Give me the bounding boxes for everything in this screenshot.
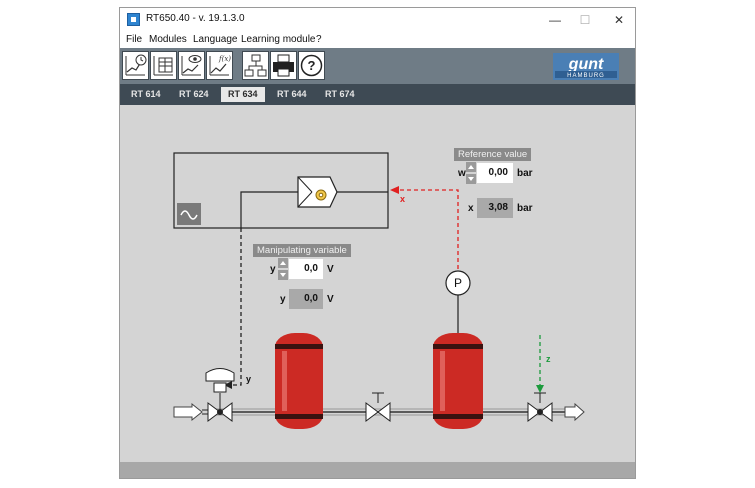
function-graph-button[interactable]: f(x) (206, 51, 233, 80)
logo-text: gunt (568, 56, 604, 73)
menu-file[interactable]: File (126, 34, 143, 45)
manipulated-signal-line (232, 228, 242, 386)
outflow-arrow (564, 402, 585, 422)
trend-eye-button[interactable] (178, 51, 205, 80)
menu-learning-module[interactable]: Learning module (241, 34, 316, 45)
x-unit: bar (517, 203, 533, 214)
print-button[interactable] (270, 51, 297, 80)
w-setpoint-input[interactable]: 0,00 (477, 163, 513, 183)
module-tabs: RT 614 RT 624 RT 634 RT 644 RT 674 (120, 84, 635, 105)
w-decrement-icon[interactable] (466, 174, 476, 184)
x-label: x (468, 203, 474, 214)
sine-wave-icon (180, 210, 198, 220)
title-bar[interactable]: RT650.40 - v. 19.1.3.0 — ☐ ✕ (120, 8, 635, 32)
function-graph-icon: f(x) (209, 55, 231, 76)
network-button[interactable] (242, 51, 269, 80)
tab-rt-634[interactable]: RT 634 (221, 87, 265, 102)
gunt-logo: gunt HAMBURG (553, 53, 619, 80)
w-label: w (458, 168, 466, 179)
trend-eye-icon (181, 55, 202, 76)
signal-x-label: x (400, 194, 405, 204)
trend-clock-button[interactable] (122, 51, 149, 80)
y-actual-value: 0,0 (289, 289, 323, 309)
feedback-signal-line (398, 189, 459, 269)
minimize-button[interactable]: — (549, 13, 561, 27)
help-icon: ? (300, 54, 323, 77)
window-title: RT650.40 - v. 19.1.3.0 (146, 13, 245, 24)
app-icon (127, 13, 140, 26)
manipulating-variable-header: Manipulating variable (253, 244, 351, 257)
data-table-button[interactable] (150, 51, 177, 80)
x-actual-value: 3,08 (477, 198, 513, 218)
data-table-icon (153, 56, 173, 76)
y-label: y (270, 264, 276, 275)
trend-clock-icon (125, 54, 147, 76)
pressure-sensor (445, 270, 471, 296)
menu-bar: File Modules Language Learning module ? (120, 32, 635, 48)
controller-box (173, 152, 389, 229)
y-manipulated-input[interactable]: 0,0 (289, 259, 323, 279)
tank-1 (275, 333, 323, 429)
disturbance-label: z (546, 354, 551, 364)
w-unit: bar (517, 168, 533, 179)
menu-language[interactable]: Language (193, 34, 238, 45)
tab-rt-614[interactable]: RT 614 (131, 89, 161, 99)
application-window: RT650.40 - v. 19.1.3.0 — ☐ ✕ File Module… (119, 7, 636, 479)
process-schematic: y x P (173, 152, 585, 429)
toolbar: f(x) ? gunt HAMBURG (120, 48, 635, 84)
maximize-button[interactable]: ☐ (579, 13, 591, 27)
menu-help[interactable]: ? (316, 34, 322, 45)
network-icon (244, 54, 267, 77)
w-increment-icon[interactable] (466, 162, 476, 172)
y-increment-icon[interactable] (278, 258, 288, 268)
manual-valve (365, 392, 391, 422)
status-bar (120, 462, 635, 478)
process-diagram-area: y x P (120, 105, 635, 478)
control-valve (205, 368, 235, 422)
printer-icon (273, 54, 294, 77)
outlet-valve (527, 392, 553, 422)
y-stepper[interactable] (278, 258, 288, 280)
y-unit: V (327, 264, 334, 275)
help-button[interactable]: ? (298, 51, 325, 80)
signal-y-label: y (246, 374, 251, 384)
gear-icon (315, 189, 327, 201)
svg-text:?: ? (308, 58, 316, 73)
close-button[interactable]: ✕ (613, 13, 625, 27)
tab-rt-644[interactable]: RT 644 (277, 89, 307, 99)
tab-rt-624[interactable]: RT 624 (179, 89, 209, 99)
logo-subtext: HAMBURG (567, 73, 605, 79)
y2-label: y (280, 294, 286, 305)
inflow-arrow (173, 402, 203, 422)
w-stepper[interactable] (466, 162, 476, 184)
svg-text:f(x): f(x) (218, 55, 231, 63)
pressure-sensor-label: P (454, 276, 462, 290)
tab-rt-674[interactable]: RT 674 (325, 89, 355, 99)
menu-modules[interactable]: Modules (149, 34, 187, 45)
tank-2 (433, 333, 483, 429)
y2-unit: V (327, 294, 334, 305)
y-decrement-icon[interactable] (278, 270, 288, 280)
reference-value-header: Reference value (454, 148, 532, 161)
